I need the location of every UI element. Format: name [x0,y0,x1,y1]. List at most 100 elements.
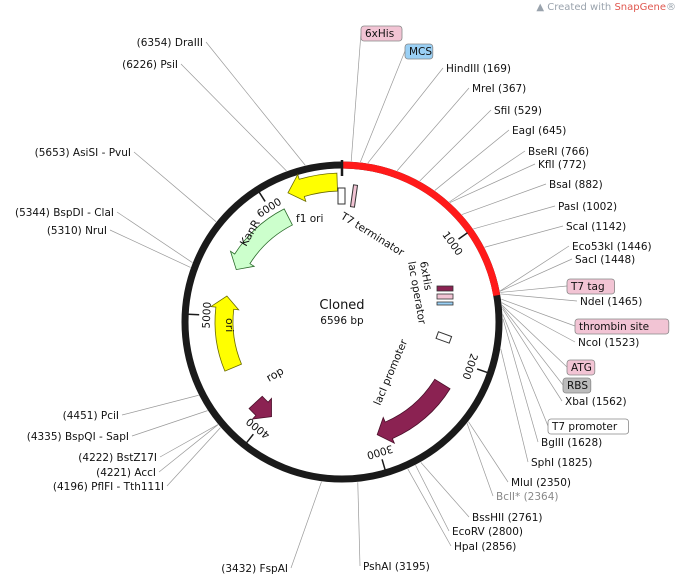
site-NdeI: NdeI (1465) [580,296,642,308]
label-t7-terminator: T7 terminator [338,210,407,259]
label-laci-promoter: lacI promoter [372,337,411,407]
site-BspDI-ClaI: (5344) BspDI - ClaI [15,207,114,219]
leader-PflFI-Tth111I [166,427,221,487]
site-SacI: SacI (1448) [575,254,635,266]
leader-NcoI [501,302,576,343]
feature-laci [376,378,451,445]
site-AsiSI-PvuI: (5653) AsiSI - PvuI [35,147,131,159]
box-label-MCS: MCS [409,46,432,58]
leader-SacI [499,258,573,292]
watermark-suffix: ® [666,2,676,13]
plasmid-length: 6596 bp [320,315,364,327]
box-6xHis [360,25,403,42]
leader-KflI [449,163,536,203]
label-sixhis-inner: 6xHis [417,260,434,291]
tick-label-2000: 2000 [459,352,479,381]
box-label-ATG: ATG [571,362,592,374]
t7-terminator-glyph [349,184,359,208]
leader-BseRI [449,150,526,203]
site-MreI: MreI (367) [472,83,526,95]
site-DraIII: (6354) DraIII [137,37,203,49]
leader-box-ATG [501,305,568,368]
site-BspQI-SapI: (4335) BspQI - SapI [27,431,129,443]
tick-label-1000: 1000 [439,229,464,258]
leader-EcoRV [415,465,450,532]
rbs-glyph [436,301,454,306]
box-label-thrombin-site: thrombin site [579,321,649,333]
box-ATG [566,359,596,376]
box-label-T7-promoter: T7 promoter [551,421,618,433]
plasmid-name: Cloned [319,298,364,313]
site-BglII: BglII (1628) [541,437,602,449]
feature-arrows [209,172,451,445]
site-PshAI: PshAI (3195) [363,561,430,573]
leader-ScaI [484,225,564,248]
watermark-icon: ▲ [536,2,545,13]
feature-ori [209,295,243,372]
leader-box-T7-promoter [502,314,549,427]
site-BstZ17I: (4222) BstZ17I [78,452,157,464]
site-PsiI: (6226) PsiI [122,59,178,71]
box-T7-tag [566,278,615,295]
site-HindIII: HindIII (169) [446,63,511,75]
leader-SphI [500,348,529,463]
box-label-RBS: RBS [567,380,588,392]
site-BclI: BclI* (2364) [496,491,559,503]
leader-box-MCS [360,50,406,163]
leader-box-6xHis [350,32,362,162]
site-SphI: SphI (1825) [531,457,592,469]
label-ori: ori [223,318,236,332]
leader-NruI [109,229,191,268]
leader-BspQI-SapI [131,410,208,437]
site-BsaI: BsaI (882) [549,179,603,191]
feature-kanr [229,208,293,271]
leader-BclI [466,423,494,497]
site-PflFI-Tth111I: (4196) PflFI - Tth111I [53,481,164,493]
site-EagI: EagI (645) [512,125,566,137]
site-HpaI: HpaI (2856) [454,541,516,553]
leader-FspAI [290,481,322,569]
tick-5000 [188,313,200,316]
box-RBS [562,377,592,394]
tick-label-3000: 3000 [365,442,394,461]
leader-NdeI [500,293,578,302]
leader-BssHII [420,462,470,518]
site-NcoI: NcoI (1523) [578,337,639,349]
site-leader-lines [109,32,578,569]
leader-box-thrombin-site [501,298,576,327]
leader-PsiI [180,63,287,172]
insert-region [341,161,501,296]
f1-ori-small-box [337,187,346,205]
site-ScaI: ScaI (1142) [566,221,626,233]
site-PasI: PasI (1002) [558,201,617,213]
label-rop: rop [264,364,286,384]
lac-operator-glyph [436,293,454,300]
leader-MreI [396,87,470,171]
laci-promoter-glyph [435,331,453,344]
box-T7-promoter [547,418,629,435]
feature-rop [248,395,272,420]
box-MCS [404,43,434,60]
leader-DraIII [205,41,306,166]
tick-label-4000: 4000 [244,415,272,441]
label-f1-ori: f1 ori [296,213,323,225]
leader-PasI [473,205,556,230]
restriction-sites: (6354) DraIII (6226) PsiI (5653) AsiSI - P… [15,37,652,575]
leader-PshAI [357,482,361,567]
leader-BsaI [461,183,547,215]
leader-PciI [121,394,199,416]
site-XbaI: XbaI (1562) [565,396,627,408]
leader-EagI [434,129,510,191]
leader-box-RBS [502,306,564,386]
site-MluI: MluI (2350) [511,477,571,489]
leader-BspDI-ClaI [116,211,193,263]
site-AccI: (4221) AccI [96,467,156,479]
watermark-brand: SnapGene [614,2,666,13]
leader-AccI [158,424,219,473]
label-laci: lacI [399,373,419,396]
site-NruI: (5310) NruI [47,225,107,237]
leader-AsiSI-PvuI [133,151,217,222]
tick-1000 [458,232,468,240]
